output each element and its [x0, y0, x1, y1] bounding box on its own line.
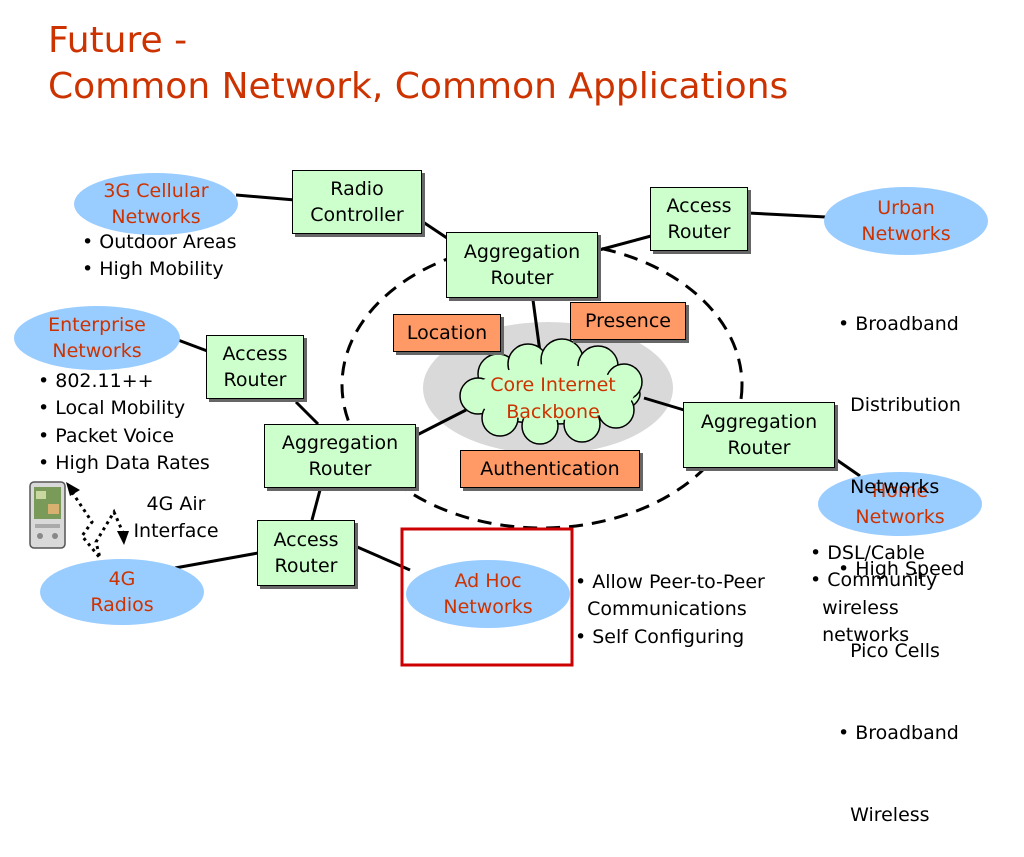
aggregation-router-left: Aggregation Router	[264, 424, 416, 488]
slide-title: Future - Common Network, Common Applicat…	[48, 18, 788, 110]
pda-device-icon	[29, 481, 66, 549]
urban-bullet-4: • High Speed	[838, 558, 965, 581]
location-service-box: Location	[393, 314, 501, 352]
enterprise-bullet-2: • Local Mobility	[38, 397, 186, 420]
urban-line-2: Networks	[861, 223, 951, 245]
radio-controller-line-1: Radio	[330, 178, 384, 200]
urban-line-1: Urban	[877, 197, 935, 219]
access-tr-line-2: Router	[667, 221, 731, 243]
home-bullets: • DSL/Cable • Community wireless network…	[810, 540, 937, 649]
cellular-line-1: 3G Cellular	[103, 180, 209, 202]
access-left-line-2: Router	[223, 369, 287, 391]
radio-controller-line-2: Controller	[310, 204, 404, 226]
air-interface-path	[70, 491, 126, 559]
link-cellular-radio	[235, 193, 296, 202]
home-line-1: Home	[871, 480, 929, 502]
title-line-2: Common Network, Common Applications	[48, 66, 789, 107]
link-accessleft-aggleft	[294, 400, 320, 426]
urban-networks: Urban Networks	[824, 187, 988, 255]
presence-service-box: Presence	[570, 302, 686, 340]
home-bullet-3: wireless	[810, 596, 899, 619]
urban-bullet-3: Networks	[838, 476, 940, 499]
air-arrow-top-icon	[66, 482, 80, 496]
link-core-aggright	[643, 396, 685, 412]
adhoc-bullet-2: Communications	[575, 598, 747, 621]
link-aggtop-accesstr	[598, 234, 652, 252]
adhoc-highlight-frame	[400, 527, 574, 667]
radios-4g: 4G Radios	[40, 559, 204, 625]
enterprise-bullet-1: • 802.11++	[38, 370, 154, 392]
adhoc-line-1: Ad Hoc	[454, 570, 522, 592]
home-bullet-4: networks	[810, 623, 910, 646]
access-left-line-1: Access	[222, 343, 288, 365]
enterprise-line-2: Networks	[52, 340, 142, 362]
air-line-1: 4G Air	[146, 493, 206, 515]
air-interface-label: 4G Air Interface	[118, 491, 234, 545]
cellular-bullet-1: • Outdoor Areas	[82, 231, 237, 253]
enterprise-bullet-4: • High Data Rates	[38, 451, 210, 474]
link-aggleft-core	[414, 408, 467, 438]
link-radios-accessbottom	[174, 551, 259, 570]
agg-right-line-1: Aggregation	[700, 411, 818, 433]
core-line-2: Backbone	[506, 401, 600, 423]
home-bullet-1: • DSL/Cable	[810, 542, 925, 564]
urban-bullet-7: Wireless	[838, 803, 930, 826]
adhoc-bullets: • Allow Peer-to-Peer Communications • Se…	[575, 569, 765, 651]
link-aggright-home	[833, 456, 861, 478]
urban-bullet-6: • Broadband	[838, 722, 959, 745]
radios-line-2: Radios	[90, 594, 154, 616]
link-accesstr-urban	[747, 211, 827, 219]
cellular-bullet-2: • High Mobility	[82, 258, 224, 281]
adhoc-bullet-1: • Allow Peer-to-Peer	[575, 571, 765, 593]
radio-controller-box: Radio Controller	[292, 170, 422, 234]
adhoc-bullet-3: • Self Configuring	[575, 625, 745, 648]
access-tr-line-1: Access	[666, 195, 732, 217]
agg-left-line-2: Router	[308, 458, 372, 480]
adhoc-networks: Ad Hoc Networks	[406, 560, 570, 628]
aggregation-router-right: Aggregation Router	[683, 402, 835, 468]
aggregation-router-top: Aggregation Router	[446, 232, 598, 298]
air-line-2: Interface	[133, 520, 219, 542]
enterprise-bullet-3: • Packet Voice	[38, 424, 175, 447]
core-line-1: Core Internet	[490, 374, 616, 396]
cellular-line-2: Networks	[111, 206, 201, 228]
access-router-top-right: Access Router	[650, 187, 748, 251]
core-backbone-label: Core Internet Backbone	[468, 372, 638, 426]
title-line-1: Future -	[48, 20, 188, 61]
radios-line-1: 4G	[108, 568, 136, 590]
cellular-bullets: • Outdoor Areas • High Mobility	[82, 229, 236, 284]
urban-bullet-1: • Broadband	[838, 312, 959, 335]
link-enterprise-accessleft	[177, 338, 211, 354]
agg-top-line-2: Router	[490, 267, 554, 289]
air-arrow-bottom-icon	[117, 531, 129, 545]
adhoc-line-2: Networks	[443, 596, 533, 618]
core-cloud	[459, 338, 643, 445]
access-bottom-line-1: Access	[273, 529, 339, 551]
enterprise-bullets: • 802.11++ • Local Mobility • Packet Voi…	[38, 368, 210, 477]
home-line-2: Networks	[855, 506, 945, 528]
access-bottom-line-2: Router	[274, 555, 338, 577]
urban-bullet-5: Pico Cells	[838, 640, 940, 663]
access-router-bottom: Access Router	[257, 520, 355, 586]
agg-right-line-2: Router	[727, 437, 791, 459]
link-aggtop-core	[531, 299, 542, 353]
access-router-left: Access Router	[206, 335, 304, 399]
link-radio-aggtop	[422, 220, 451, 242]
home-networks: Home Networks	[818, 472, 982, 536]
authentication-service-box: Authentication	[460, 450, 640, 488]
link-aggleft-accessbottom	[310, 489, 322, 521]
agg-left-line-1: Aggregation	[281, 432, 399, 454]
agg-top-line-1: Aggregation	[463, 241, 581, 263]
home-bullet-2: • Community	[810, 569, 938, 592]
enterprise-line-1: Enterprise	[48, 314, 146, 336]
enterprise-networks: Enterprise Networks	[14, 306, 180, 370]
cellular-networks: 3G Cellular Networks	[74, 173, 238, 235]
urban-bullet-2: Distribution	[838, 394, 961, 417]
